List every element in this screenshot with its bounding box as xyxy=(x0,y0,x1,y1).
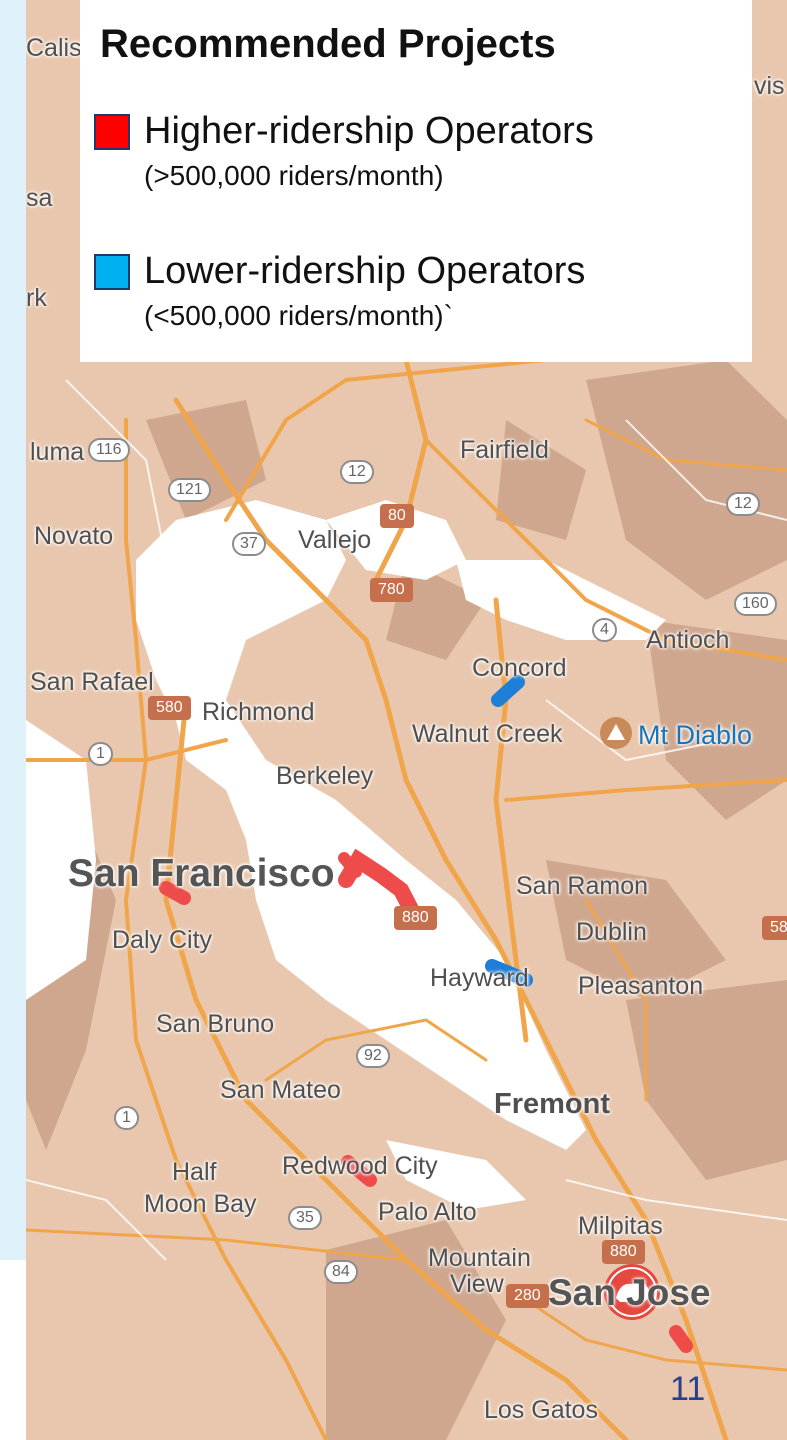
route-shield-1-north: 1 xyxy=(88,742,113,766)
place-half-moon-bay-line2: Moon Bay xyxy=(144,1190,257,1218)
place-san-jose: San Jose xyxy=(548,1272,711,1313)
place-los-gatos: Los Gatos xyxy=(484,1396,598,1424)
project-segment-san-jose xyxy=(669,1325,693,1353)
route-shield-160: 160 xyxy=(734,592,777,616)
route-shield-280: 280 xyxy=(506,1284,549,1308)
legend-box: Recommended Projects Higher-ridership Op… xyxy=(80,0,752,362)
page-number: 11 xyxy=(670,1370,706,1408)
place-san-bruno: San Bruno xyxy=(156,1010,275,1038)
legend-sub-higher: (>500,000 riders/month) xyxy=(144,160,444,191)
route-shield-84: 84 xyxy=(324,1260,358,1284)
place-novato: Novato xyxy=(34,522,114,550)
place-fairfield: Fairfield xyxy=(460,436,549,464)
place-sa-fragment: sa xyxy=(26,184,53,212)
place-mountain-view-line1: Mountain xyxy=(428,1244,531,1272)
route-shield-58: 58 xyxy=(762,916,787,940)
place-san-rafael: San Rafael xyxy=(30,668,154,696)
route-shield-12-east: 12 xyxy=(726,492,760,516)
place-dublin: Dublin xyxy=(576,918,647,946)
route-shield-37: 37 xyxy=(232,532,266,556)
place-milpitas: Milpitas xyxy=(578,1212,663,1240)
route-shield-1-south: 1 xyxy=(114,1106,139,1130)
place-pleasanton: Pleasanton xyxy=(578,972,704,1000)
route-shield-12-west: 12 xyxy=(340,460,374,484)
place-palo-alto: Palo Alto xyxy=(378,1198,477,1226)
route-shield-116: 116 xyxy=(88,438,130,462)
place-fremont: Fremont xyxy=(494,1088,610,1120)
road-network xyxy=(26,357,787,1440)
legend-swatch-blue xyxy=(94,254,130,290)
legend-sub-lower: (<500,000 riders/month)` xyxy=(144,300,453,331)
project-segments xyxy=(159,675,693,1353)
route-shield-80: 80 xyxy=(380,504,414,528)
legend-title: Recommended Projects xyxy=(100,22,556,66)
route-shield-121: 121 xyxy=(168,478,211,502)
legend-swatch-red xyxy=(94,114,130,150)
project-segment-oakland-branch xyxy=(338,852,362,878)
project-segment-redwood-city xyxy=(341,1155,377,1187)
route-shield-4: 4 xyxy=(592,618,617,642)
place-hayward: Hayward xyxy=(430,964,529,992)
route-shield-880-south: 880 xyxy=(602,1240,645,1264)
place-daly-city: Daly City xyxy=(112,926,213,954)
route-shield-92: 92 xyxy=(356,1044,390,1068)
place-half-moon-bay-line1: Half xyxy=(172,1158,217,1186)
place-mountain-view-line2: View xyxy=(450,1270,504,1298)
place-rk-fragment: rk xyxy=(26,284,47,312)
project-segment-concord xyxy=(491,675,525,707)
route-shield-35: 35 xyxy=(288,1206,322,1230)
place-calis-fragment: Calis xyxy=(26,34,82,62)
bay-water xyxy=(26,500,666,1210)
legend-label-higher: Higher-ridership Operators xyxy=(144,110,594,152)
project-segment-fremont xyxy=(485,959,533,987)
place-mt-diablo: Mt Diablo xyxy=(638,720,753,750)
place-berkeley: Berkeley xyxy=(276,762,374,790)
place-vis-fragment: vis xyxy=(754,72,785,100)
mt-diablo-marker xyxy=(600,717,632,749)
place-redwood-city: Redwood City xyxy=(282,1152,438,1180)
place-walnut-creek: Walnut Creek xyxy=(412,720,563,748)
project-segment-daly-city xyxy=(159,881,191,905)
place-san-mateo: San Mateo xyxy=(220,1076,341,1104)
legend-label-lower: Lower-ridership Operators xyxy=(144,250,586,292)
place-san-francisco: San Francisco xyxy=(68,852,335,895)
place-petaluma-fragment: luma xyxy=(30,438,85,466)
minor-roads xyxy=(26,379,787,1261)
route-shield-880-north: 880 xyxy=(394,906,437,930)
place-san-ramon: San Ramon xyxy=(516,872,649,900)
place-antioch: Antioch xyxy=(646,626,730,654)
left-side-strip xyxy=(0,0,27,1260)
san-jose-marker xyxy=(604,1264,660,1320)
route-shield-780: 780 xyxy=(370,578,413,602)
place-vallejo: Vallejo xyxy=(298,526,372,554)
route-shield-580: 580 xyxy=(148,696,191,720)
place-concord: Concord xyxy=(472,654,567,682)
place-richmond: Richmond xyxy=(202,698,315,726)
